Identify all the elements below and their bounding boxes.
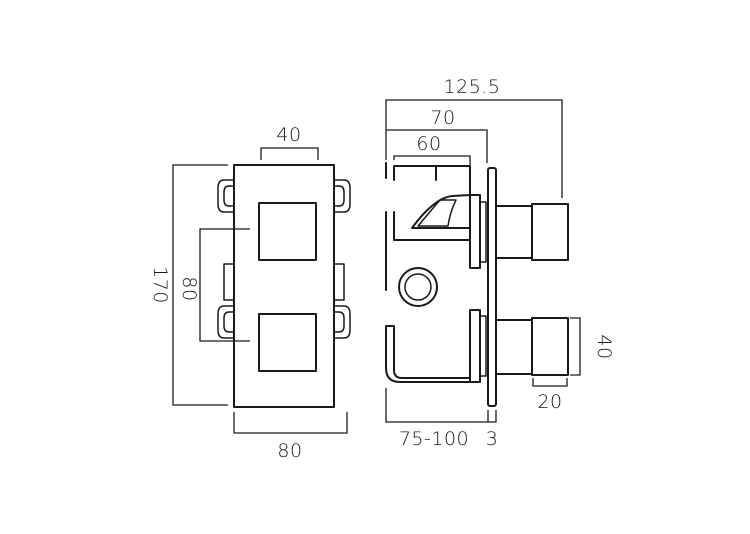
dim-mid-label: 70 (430, 107, 455, 129)
wall-plate (487, 167, 497, 407)
upper-square-handle (258, 202, 317, 261)
faceplate-outline (233, 164, 335, 408)
dim-side-inner-label: 80 (178, 276, 200, 301)
dim-bottom-range-label: 75-100 (399, 428, 469, 450)
inlet-port-outer (398, 267, 438, 307)
lower-spindle-collar (479, 315, 487, 377)
valve-outlet-shade (417, 199, 457, 227)
dim-inner-label: 60 (416, 133, 441, 155)
dim-top-line (260, 147, 319, 160)
inlet-port-inner (404, 273, 432, 301)
dim-top-label: 40 (276, 124, 301, 146)
dim-overall-label: 125.5 (444, 76, 501, 98)
dim-inner-line (393, 155, 471, 188)
upper-handle (495, 203, 569, 261)
lower-handle (495, 317, 569, 376)
dim-side-outer-label: 170 (149, 266, 171, 304)
dim-bottom-label: 80 (277, 440, 302, 462)
left-mounting-lugs (217, 179, 235, 339)
dim-overall-line (385, 99, 563, 198)
dim-side-outer-line (172, 164, 228, 406)
dim-bottom-line (233, 412, 348, 434)
side-view: 125.5 70 60 40 20 75-100 3 (385, 76, 615, 450)
valve-body-upper (393, 165, 471, 241)
lower-spindle-housing (469, 309, 481, 383)
upper-spindle-collar (479, 201, 487, 263)
dim-handle-depth-label: 20 (537, 391, 562, 413)
dim-handle-height-label: 40 (593, 334, 615, 359)
front-view: 40 170 80 80 (149, 124, 351, 462)
dim-handle-height-line (570, 317, 581, 376)
dim-bottom-range-line (385, 388, 497, 423)
dim-handle-depth-line (532, 378, 568, 387)
dim-bottom-plate-label: 3 (486, 428, 499, 450)
lower-square-handle (258, 313, 317, 372)
valve-outlet (411, 165, 471, 229)
dim-mid-line (386, 129, 488, 163)
valve-body-outline (385, 162, 473, 383)
upper-spindle-housing (469, 194, 481, 269)
dim-side-inner-line (199, 228, 250, 342)
right-mounting-lugs (333, 179, 351, 339)
valve-body-lower (385, 325, 471, 379)
